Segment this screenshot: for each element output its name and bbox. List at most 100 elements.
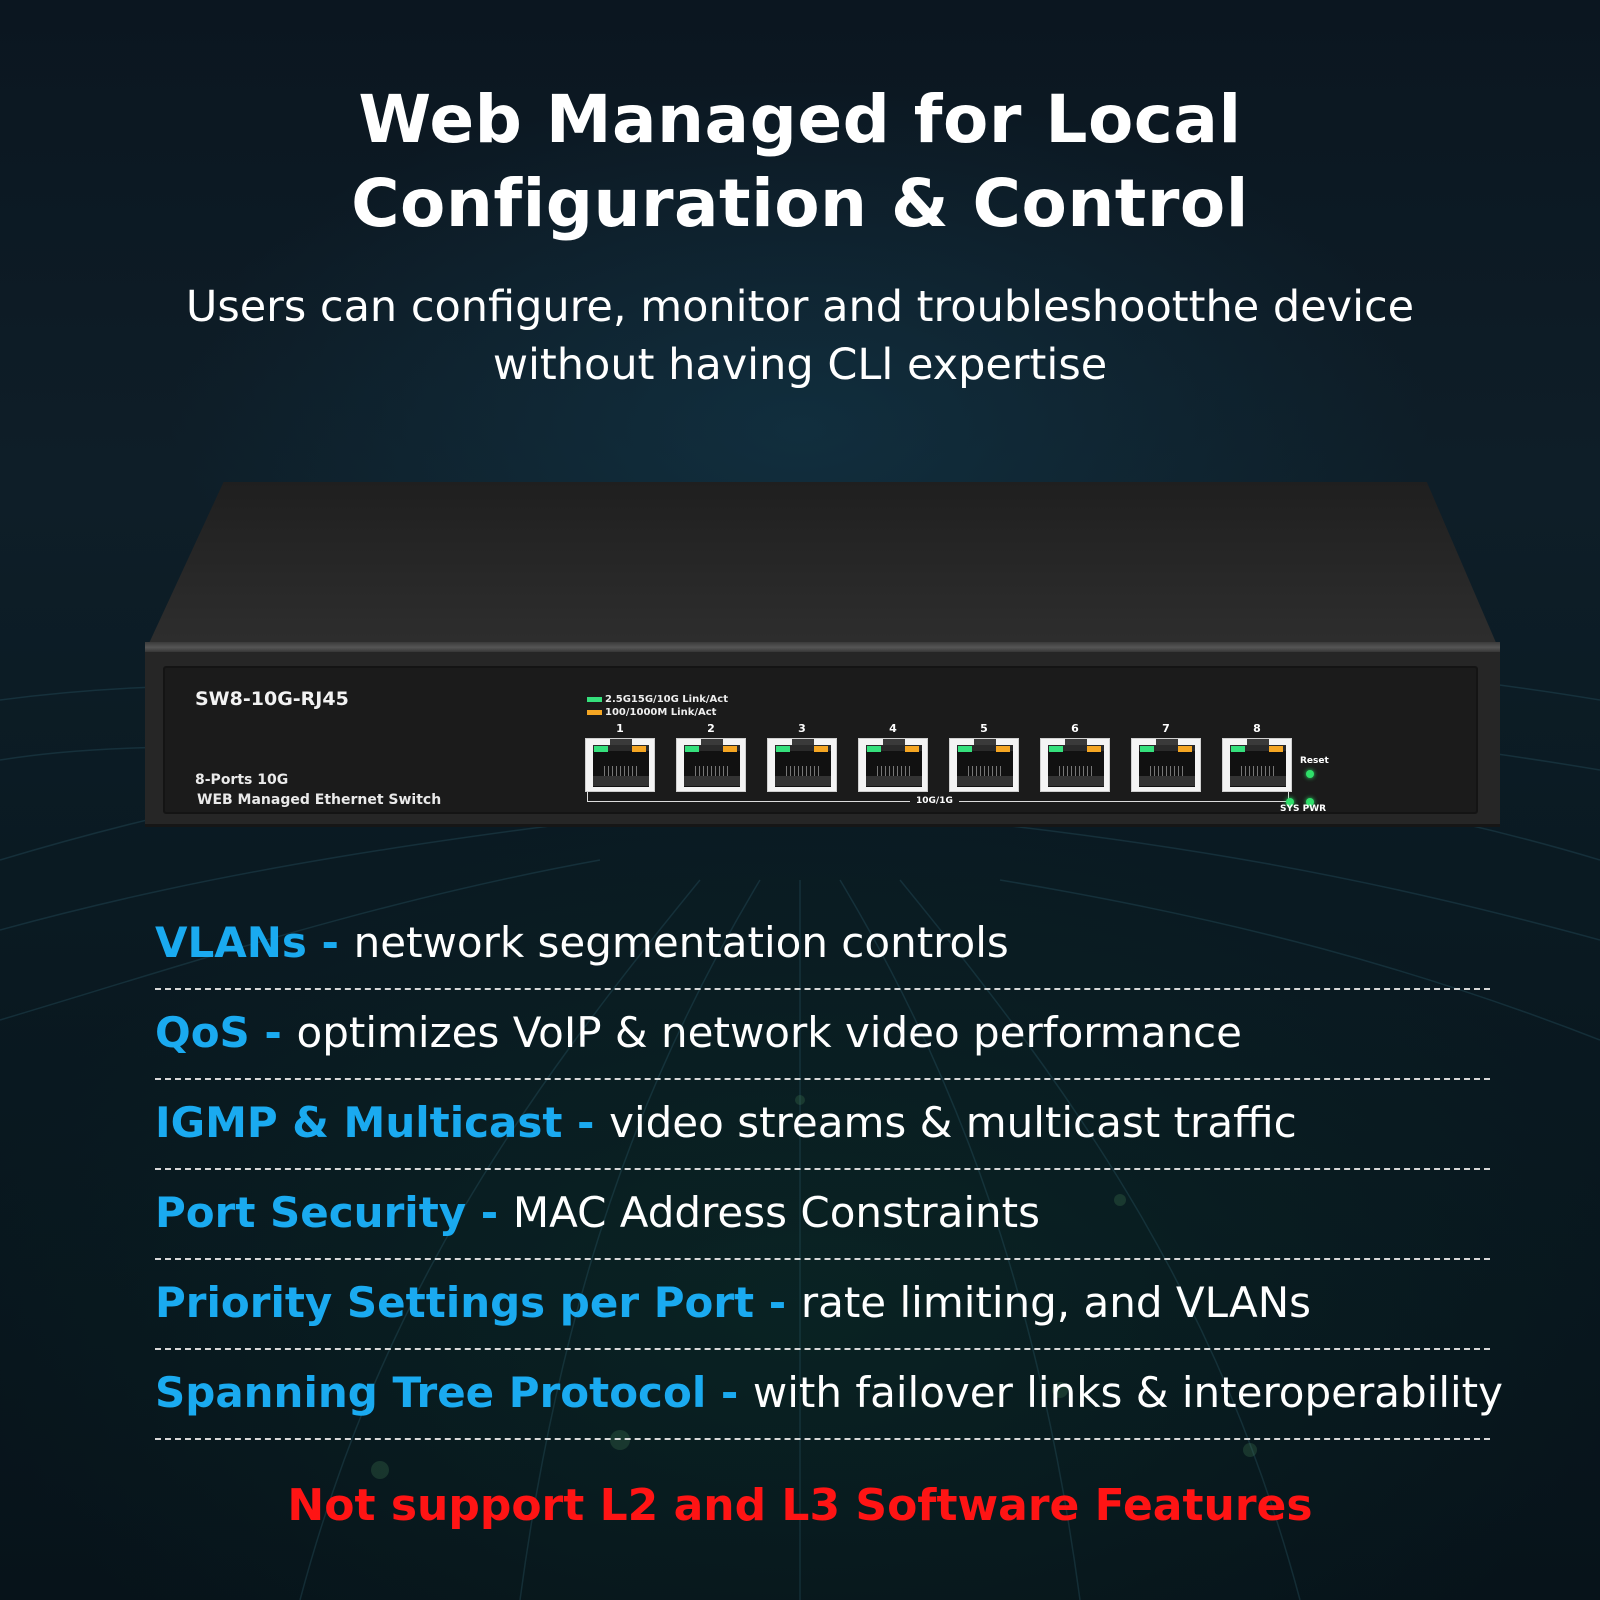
rj45-jack-icon [1040,738,1110,792]
port-5: 5 [949,722,1019,792]
port-number: 2 [707,722,715,735]
link-led-green [867,746,881,752]
rj45-jack-icon [585,738,655,792]
feature-separator: - [306,918,354,967]
port-7: 7 [1131,722,1201,792]
link-led-green [1049,746,1063,752]
link-led-orange [632,746,646,752]
orange-led-swatch-icon [587,710,602,715]
led-legend: 2.5G15G/10G Link/Act 100/1000M Link/Act [587,693,728,719]
link-led-orange [723,746,737,752]
legend-label: 2.5G15G/10G Link/Act [605,694,728,705]
rj45-port-row: 1 2 3 [585,722,1292,792]
feature-text: VLANs - network segmentation controls [155,918,1009,968]
feature-text: Spanning Tree Protocol - with failover l… [155,1368,1503,1418]
port-number: 4 [889,722,897,735]
feature-description: network segmentation controls [353,918,1009,967]
rj45-jack-icon [767,738,837,792]
page-title: Web Managed for Local Configuration & Co… [0,78,1600,246]
feature-separator: - [249,1008,297,1057]
switch-description-line-1: 8-Ports 10G [195,772,289,788]
port-number: 8 [1253,722,1261,735]
switch-front: SW8-10G-RJ45 8-Ports 10G WEB Managed Eth… [145,652,1500,827]
reset-label: Reset [1300,756,1329,766]
feature-separator: - [466,1188,513,1237]
link-led-orange [1269,746,1283,752]
feature-item: VLANs - network segmentation controls [155,900,1490,990]
port-6: 6 [1040,722,1110,792]
network-switch-image: SW8-10G-RJ45 8-Ports 10G WEB Managed Eth… [145,482,1500,837]
feature-description: video streams & multicast traffic [609,1098,1297,1147]
feature-key: VLANs [155,918,307,967]
link-led-green [958,746,972,752]
port-8: 8 [1222,722,1292,792]
port-group-label: 10G/1G [910,796,959,806]
legend-row-orange: 100/1000M Link/Act [587,706,728,719]
title-line-2: Configuration & Control [351,165,1249,242]
sys-pwr-label: SYS PWR [1280,804,1327,814]
unsupported-features-notice: Not support L2 and L3 Software Features [287,1480,1313,1531]
subtitle-line-2: without having CLl expertise [492,340,1108,390]
port-number: 3 [798,722,806,735]
link-led-orange [996,746,1010,752]
rj45-jack-icon [1222,738,1292,792]
link-led-orange [1087,746,1101,752]
switch-top-cover [145,482,1500,652]
feature-key: Port Security [155,1188,467,1237]
feature-description: MAC Address Constraints [512,1188,1040,1237]
feature-key: IGMP & Multicast [155,1098,563,1147]
feature-description: rate limiting, and VLANs [800,1278,1312,1327]
legend-label: 100/1000M Link/Act [605,707,717,718]
feature-item: Priority Settings per Port - rate limiti… [155,1260,1490,1350]
feature-item: QoS - optimizes VoIP & network video per… [155,990,1490,1080]
port-2: 2 [676,722,746,792]
feature-separator: - [562,1098,610,1147]
switch-description-line-2: WEB Managed Ethernet Switch [197,792,442,808]
feature-key: QoS [155,1008,250,1057]
legend-row-green: 2.5G15G/10G Link/Act [587,693,728,706]
title-line-1: Web Managed for Local [358,81,1242,158]
link-led-green [1231,746,1245,752]
port-4: 4 [858,722,928,792]
link-led-orange [814,746,828,752]
switch-rim [145,642,1500,654]
rj45-jack-icon [1131,738,1201,792]
page-subtitle: Users can configure, monitor and trouble… [0,278,1600,394]
port-number: 1 [616,722,624,735]
feature-text: Priority Settings per Port - rate limiti… [155,1278,1311,1328]
link-led-green [594,746,608,752]
switch-model: SW8-10G-RJ45 [195,688,349,710]
rj45-jack-icon [676,738,746,792]
feature-item: Spanning Tree Protocol - with failover l… [155,1350,1503,1440]
link-led-orange [1178,746,1192,752]
feature-separator: - [754,1278,801,1327]
link-led-green [776,746,790,752]
link-led-green [1140,746,1154,752]
sys-led-icon [1286,798,1294,806]
switch-front-panel: SW8-10G-RJ45 8-Ports 10G WEB Managed Eth… [163,666,1478,814]
port-number: 6 [1071,722,1079,735]
feature-item: IGMP & Multicast - video streams & multi… [155,1080,1490,1170]
feature-description: with failover links & interoperability [752,1368,1503,1417]
port-number: 7 [1162,722,1170,735]
green-led-swatch-icon [587,697,602,702]
subtitle-line-1: Users can configure, monitor and trouble… [185,282,1415,332]
feature-list: VLANs - network segmentation controls Qo… [155,900,1503,1440]
feature-separator: - [706,1368,753,1417]
port-3: 3 [767,722,837,792]
feature-key: Spanning Tree Protocol [155,1368,707,1417]
feature-key: Priority Settings per Port [155,1278,755,1327]
port-1: 1 [585,722,655,792]
port-number: 5 [980,722,988,735]
feature-description: optimizes VoIP & network video performan… [296,1008,1243,1057]
feature-text: QoS - optimizes VoIP & network video per… [155,1008,1242,1058]
rj45-jack-icon [858,738,928,792]
rj45-jack-icon [949,738,1019,792]
reset-led-icon [1306,770,1314,778]
link-led-orange [905,746,919,752]
pwr-led-icon [1306,798,1314,806]
link-led-green [685,746,699,752]
feature-item: Port Security - MAC Address Constraints [155,1170,1490,1260]
feature-text: IGMP & Multicast - video streams & multi… [155,1098,1297,1148]
feature-text: Port Security - MAC Address Constraints [155,1188,1040,1238]
